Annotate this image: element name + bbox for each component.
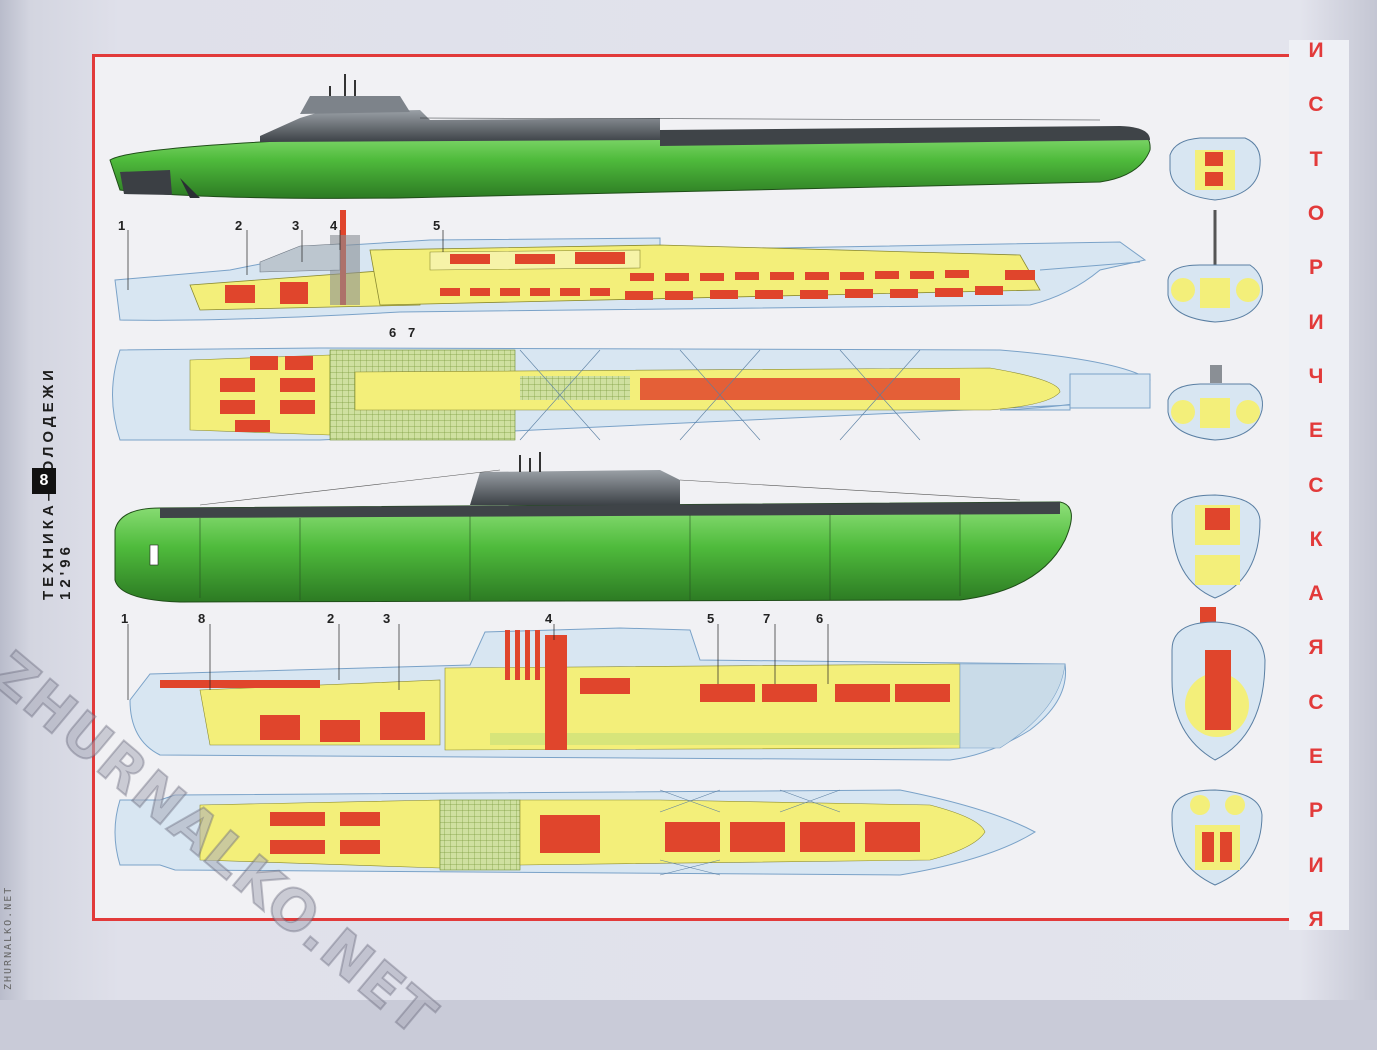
sub1-cutaway [114,210,1147,321]
sub1-exterior [109,74,1151,199]
series-title-letter: А [1308,582,1324,606]
series-title-letter: И [1308,310,1324,334]
submarine-illustrations [109,74,1266,886]
series-title-letter: С [1308,473,1324,497]
callout-7: 7 [763,611,771,626]
cross-section-1 [1169,137,1261,201]
series-title-letter: С [1308,690,1324,714]
callout-5: 5 [707,611,715,626]
series-title-letter: Р [1308,799,1323,823]
series-title-letter: Я [1308,908,1324,931]
cross-section-6 [1171,789,1263,886]
cross-sections [1167,137,1266,886]
callout-8: 8 [198,611,206,626]
callout-4: 4 [330,218,338,233]
callout-1: 1 [121,611,129,626]
series-title-letter: Е [1308,745,1323,769]
cross-section-4 [1171,494,1261,599]
series-title-letter: О [1307,201,1325,225]
sub2-exterior [114,452,1072,603]
callout-6: 6 [389,325,397,340]
series-title-letter: И [1308,853,1324,877]
series-title-letter: Я [1308,636,1324,660]
magazine-issue: 12'96 [57,543,74,600]
series-title-letter: С [1308,93,1324,117]
series-title-strip [1289,40,1349,930]
callout-7: 7 [408,325,416,340]
sub1-plan [112,347,1151,441]
series-title: И С Т О Р И Ч Е С К А Я С Е Р И Я [1296,40,1336,930]
callout-5: 5 [433,218,441,233]
series-title-letter: Е [1308,419,1323,443]
series-title-letter: Т [1309,147,1323,171]
series-title-letter: И [1308,39,1324,62]
cross-section-2 [1167,210,1263,323]
series-title-letter: К [1309,527,1323,551]
callout-1: 1 [118,218,126,233]
cross-section-5 [1171,607,1266,761]
sub2-cutaway [129,627,1067,761]
callout-6: 6 [816,611,824,626]
callout-2: 2 [235,218,243,233]
sub2-plan [114,789,1037,876]
callout-leaders [127,230,829,700]
callout-3: 3 [292,218,300,233]
series-title-letter: Ч [1308,364,1324,388]
cross-section-3 [1167,365,1263,441]
series-title-letter: Р [1308,256,1323,280]
callout-3: 3 [383,611,391,626]
side-watermark: ZHURNALKO.NET [3,885,14,990]
callout-4: 4 [545,611,553,626]
callout-2: 2 [327,611,335,626]
page-number: 8 [32,468,56,494]
